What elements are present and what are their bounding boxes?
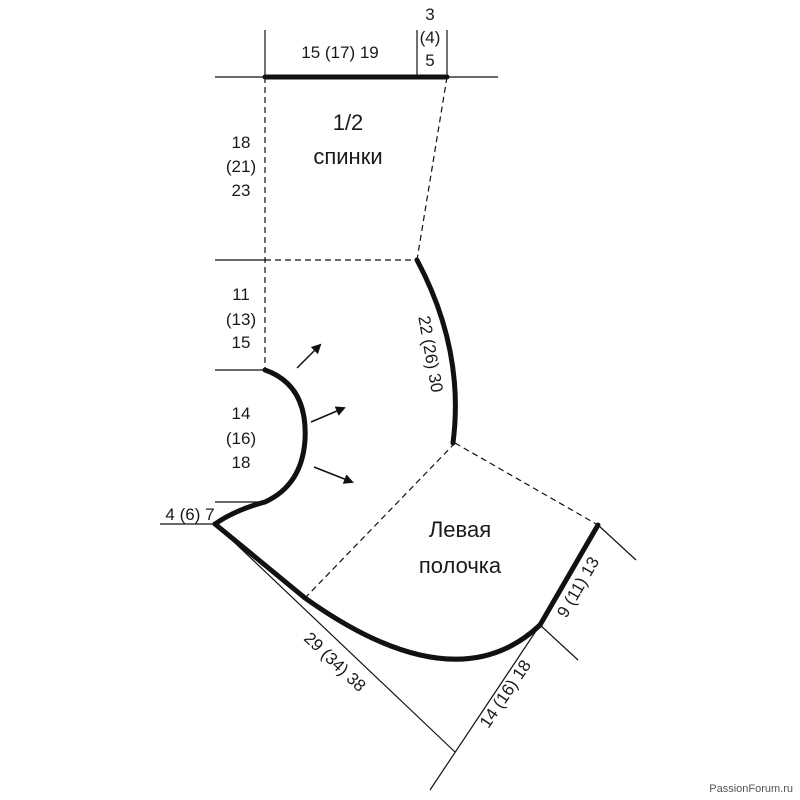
back-armhole-label-1: 18: [232, 133, 251, 152]
watermark: PassionForum.ru: [709, 783, 793, 795]
front-label-line1: Левая: [429, 517, 491, 542]
armhole-curve-label-2: (16): [226, 429, 256, 448]
back-label-line1: 1/2: [333, 110, 364, 135]
armhole-curve: [262, 367, 308, 505]
back-armhole-label-3: 23: [232, 181, 251, 200]
front-label-line2: полочка: [419, 553, 502, 578]
shoulder-width-label: 15 (17) 19: [301, 43, 379, 62]
pattern-outline: [212, 74, 601, 662]
lower-front-edge: [212, 521, 308, 601]
side-upper-label-3: 15: [232, 333, 251, 352]
back-label-line2: спинки: [313, 144, 382, 169]
neck-offset-label: 4 (6) 7: [165, 505, 214, 524]
arrow-icon: [310, 406, 346, 423]
armhole-curve-label-3: 18: [232, 453, 251, 472]
front-side-edge: [537, 522, 601, 628]
neck-depth-label-3: 5: [425, 51, 434, 70]
stitch-direction-arrows: [296, 343, 354, 484]
arrow-icon: [296, 343, 322, 369]
arrow-icon: [313, 466, 354, 484]
side-upper-label-2: (13): [226, 310, 256, 329]
side-upper-label-1: 11: [232, 285, 250, 304]
back-armhole-label-2: (21): [226, 157, 256, 176]
neck-depth-label-1: 3: [425, 5, 434, 24]
neck-edge: [212, 499, 268, 527]
front-edge-curve: [414, 257, 458, 446]
neck-depth-label-2: (4): [420, 28, 441, 47]
dimension-lines: [160, 30, 637, 791]
construction-lines: [264, 76, 599, 599]
lower-curve: [302, 595, 543, 662]
armhole-curve-label-1: 14: [232, 404, 251, 423]
front-lower-label: 14 (16) 18: [476, 656, 535, 731]
